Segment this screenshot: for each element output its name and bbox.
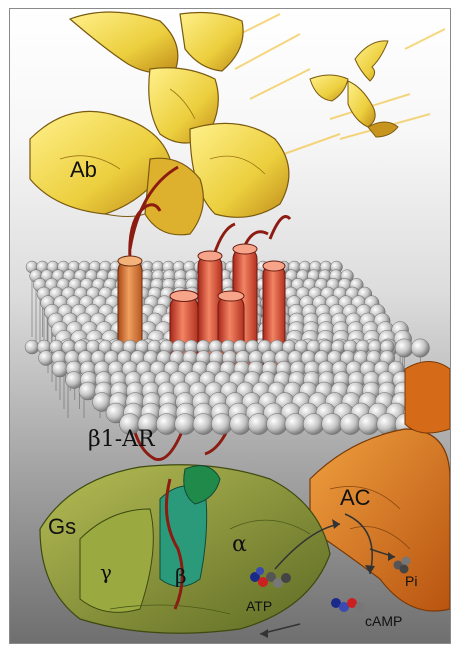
phosphate-label: Pi (405, 574, 417, 588)
lipid-head (322, 414, 343, 435)
lipid-head (230, 414, 251, 435)
signaling-illustration: Ab β1-AR Gs γ β α AC ATP cAMP Pi (9, 8, 451, 644)
lipid-head (395, 339, 413, 357)
lipid-head (156, 414, 177, 435)
g-protein-text: Gs (48, 514, 76, 539)
membrane-lower-layer (25, 340, 435, 435)
g-protein-label: Gs (48, 516, 76, 538)
lipid-head (193, 414, 214, 435)
lipid-head (39, 351, 54, 366)
lipid-head (248, 414, 269, 435)
small-antibody (310, 41, 398, 137)
lipid-head (285, 414, 306, 435)
lipid-head (211, 414, 232, 435)
illustration-canvas (10, 9, 450, 643)
g-alpha-label: α (232, 534, 247, 556)
lipid-head (267, 414, 288, 435)
lipid-head (411, 339, 429, 357)
lipid-head (25, 340, 39, 354)
camp-molecule (331, 598, 365, 612)
antibody-molecule (30, 12, 289, 235)
lipid-head (175, 414, 196, 435)
lipid-head (52, 361, 68, 377)
camp-label: cAMP (365, 614, 402, 628)
lipid-head (358, 414, 379, 435)
lipid-head (340, 414, 361, 435)
g-protein-complex (40, 465, 330, 634)
receptor-label: β1-AR (88, 429, 155, 451)
adenylyl-cyclase-label: AC (340, 487, 371, 509)
g-gamma-label: γ (100, 562, 112, 582)
g-beta-label: β (175, 566, 187, 586)
antibody-label: Ab (70, 159, 97, 181)
atp-label: ATP (246, 599, 272, 613)
lipid-head (66, 372, 83, 389)
lipid-head (303, 414, 324, 435)
